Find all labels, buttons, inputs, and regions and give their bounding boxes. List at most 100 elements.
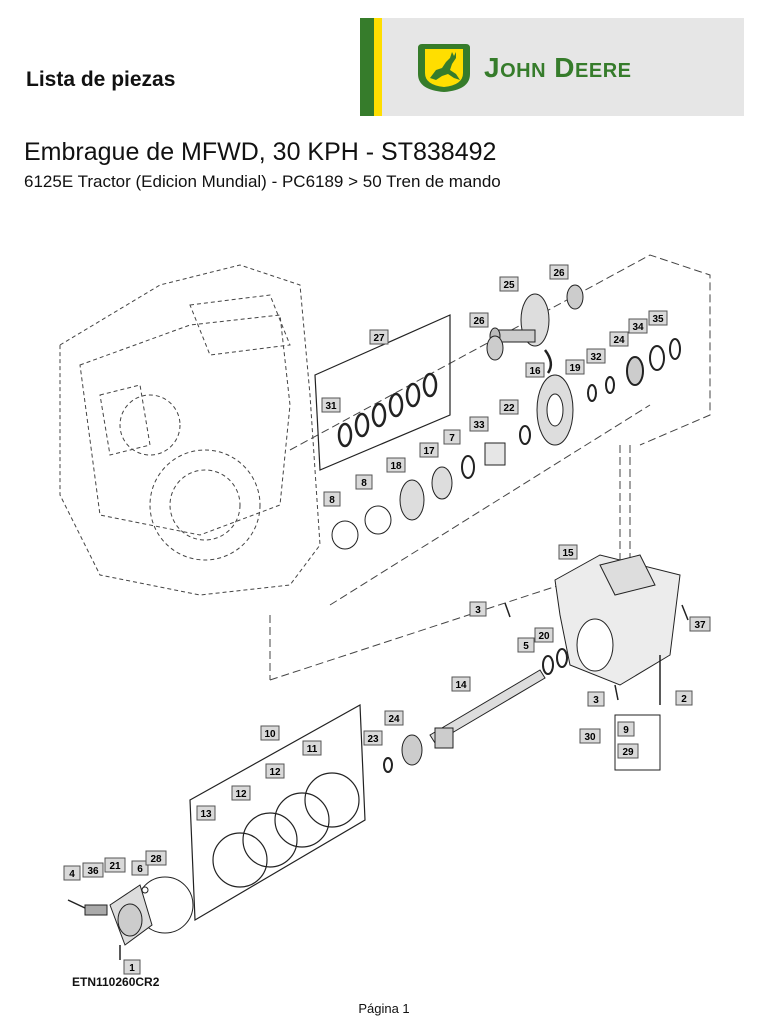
callout-11: 11	[302, 740, 322, 756]
callout-8b: 8	[323, 491, 341, 507]
shaft-14	[429, 669, 546, 749]
center-parts	[331, 425, 531, 550]
callout-34: 34	[628, 318, 648, 334]
callout-20: 20	[534, 627, 554, 643]
callout-26b: 26	[469, 312, 489, 328]
callout-19: 19	[565, 359, 585, 375]
callout-19-text: 19	[569, 363, 581, 374]
callout-7-text: 7	[449, 433, 455, 444]
callout-15-text: 15	[562, 548, 574, 559]
callout-25-text: 25	[503, 280, 515, 291]
callout-3a: 3	[469, 601, 487, 617]
sensor-36	[67, 899, 121, 960]
brand-banner: John Deere	[360, 18, 744, 116]
callout-4: 4	[63, 865, 81, 881]
callout-32: 32	[586, 348, 606, 364]
callout-10: 10	[260, 725, 280, 741]
callout-24b: 24	[384, 710, 404, 726]
page-subtitle: 6125E Tractor (Edicion Mundial) - PC6189…	[24, 172, 501, 191]
callout-21: 21	[104, 857, 126, 873]
callout-12a: 12	[265, 763, 285, 779]
callout-7: 7	[443, 429, 461, 445]
callout-23: 23	[363, 730, 383, 746]
callout-37: 37	[689, 616, 711, 632]
callout-28: 28	[145, 850, 167, 866]
housing-15	[554, 554, 681, 686]
callout-20-text: 20	[538, 631, 550, 642]
doc-type-heading: Lista de piezas	[26, 68, 176, 91]
callout-26a: 26	[549, 264, 569, 280]
deer-logo-icon	[418, 44, 470, 92]
callout-22-text: 22	[503, 403, 515, 414]
callout-11-text: 11	[307, 744, 318, 755]
callout-9-text: 9	[623, 725, 629, 736]
callout-2: 2	[675, 690, 693, 706]
bolts	[504, 602, 689, 705]
callout-13-text: 13	[200, 809, 212, 820]
callout-21-text: 21	[109, 861, 121, 872]
callout-29: 29	[617, 743, 639, 759]
callout-12b-text: 12	[235, 789, 247, 800]
callout-23-text: 23	[367, 734, 379, 745]
callout-27: 27	[369, 329, 389, 345]
callout-31-text: 31	[325, 401, 337, 412]
callout-15: 15	[558, 544, 578, 560]
callout-26b-text: 26	[473, 316, 485, 327]
callout-18-text: 18	[390, 461, 402, 472]
callout-8a: 8	[355, 474, 373, 490]
callout-34-text: 34	[632, 322, 644, 333]
bearings-26	[486, 284, 584, 361]
rings-5-20	[542, 648, 568, 675]
bearing-24-lower	[383, 734, 423, 773]
gear-25	[489, 293, 550, 347]
callout-18: 18	[386, 457, 406, 473]
callout-5: 5	[517, 637, 535, 653]
callout-5-text: 5	[523, 641, 529, 652]
callout-29-text: 29	[622, 747, 634, 758]
callout-6: 6	[131, 860, 149, 876]
callout-1-text: 1	[129, 963, 135, 974]
callout-33: 33	[469, 416, 489, 432]
kit-30-frame	[614, 714, 661, 771]
callout-4-text: 4	[69, 869, 75, 880]
page-number: Página 1	[358, 1001, 410, 1016]
snap-ring-group-frame	[314, 314, 451, 471]
brand-name: John Deere	[484, 52, 632, 83]
snap-rings	[337, 372, 438, 448]
callout-14-text: 14	[455, 680, 467, 691]
callout-17: 17	[419, 442, 439, 458]
callout-35-text: 35	[652, 314, 664, 325]
rings-right	[587, 338, 681, 402]
figure-code: ETN110260CR2	[72, 975, 160, 989]
brand-stripe-yellow	[374, 18, 382, 116]
callout-30: 30	[579, 728, 601, 744]
tractor-housing-outline	[59, 264, 321, 596]
callout-24a: 24	[609, 331, 629, 347]
assembly-guides	[269, 254, 711, 681]
callout-27-text: 27	[373, 333, 385, 344]
callout-22: 22	[499, 399, 519, 415]
brand-stripe-green	[360, 18, 374, 116]
callout-28-text: 28	[150, 854, 162, 865]
callout-3b: 3	[587, 691, 605, 707]
callout-33-text: 33	[473, 420, 485, 431]
callout-12b: 12	[231, 785, 251, 801]
callout-26a-text: 26	[553, 268, 565, 279]
callout-9: 9	[617, 721, 635, 737]
callout-30-text: 30	[584, 732, 596, 743]
callout-13: 13	[196, 805, 216, 821]
callout-3b-text: 3	[593, 695, 599, 706]
callout-3a-text: 3	[475, 605, 481, 616]
callout-36: 36	[82, 862, 104, 878]
callout-14: 14	[451, 676, 471, 692]
exploded-parts-diagram: 25 26 26 27 31 16 19 32 24 34 35 22 33 7…	[59, 254, 711, 975]
callout-labels: 25 26 26 27 31 16 19 32 24 34 35 22 33 7…	[63, 264, 711, 975]
callout-16: 16	[525, 362, 545, 378]
clutch-plates	[212, 772, 360, 888]
callout-6-text: 6	[137, 864, 143, 875]
callout-37-text: 37	[694, 620, 706, 631]
plate-group-frame	[189, 704, 366, 922]
callout-8a-text: 8	[361, 478, 367, 489]
gear-16	[536, 374, 574, 446]
callout-31: 31	[321, 397, 341, 413]
